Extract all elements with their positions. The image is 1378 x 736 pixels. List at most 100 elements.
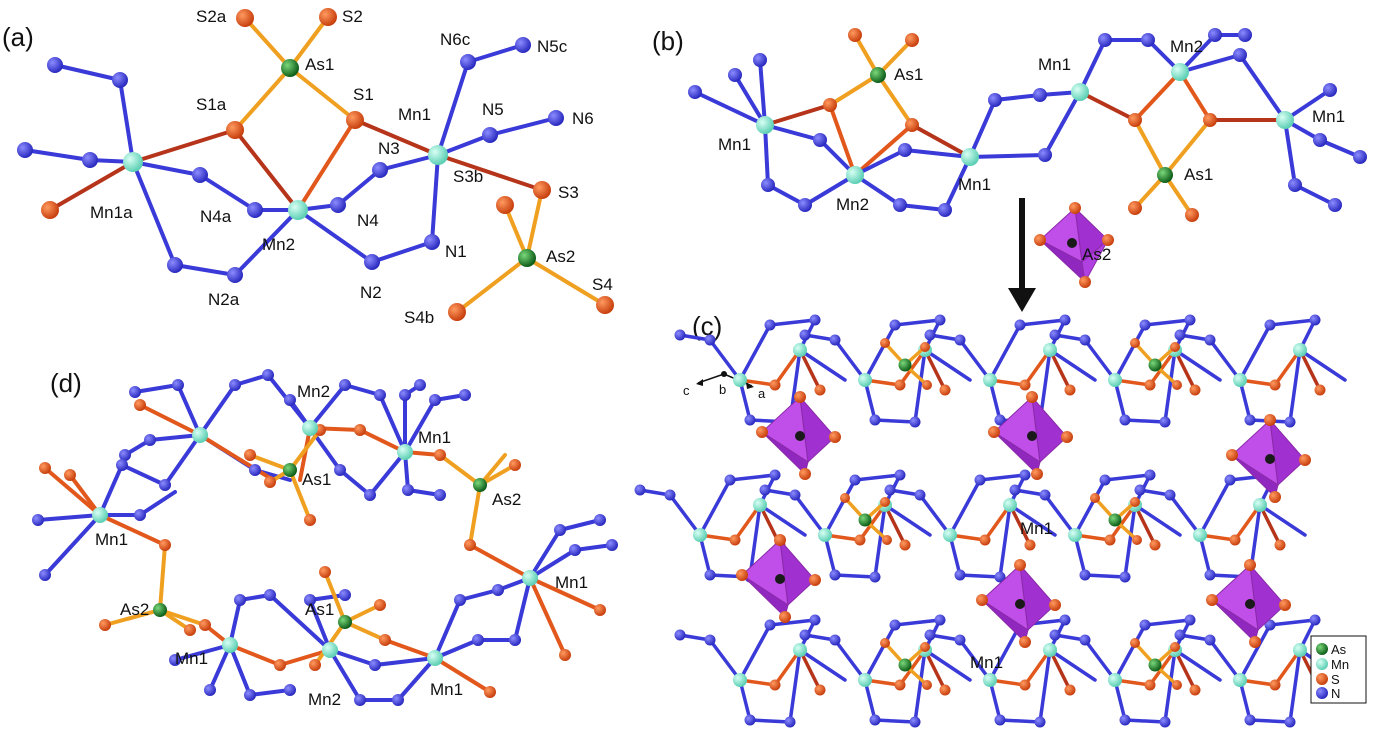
label-b-Mn2-right: Mn2 — [1170, 37, 1203, 56]
nitrogen-atom — [1159, 716, 1171, 728]
nitrogen-atom — [1174, 329, 1186, 341]
bond — [798, 348, 847, 382]
sulfur-atom — [1274, 539, 1286, 551]
manganese-atom — [1003, 498, 1017, 512]
bond — [1208, 338, 1242, 382]
panel-label-a: (a) — [2, 22, 34, 52]
nitrogen-atom — [909, 416, 921, 428]
bond — [998, 718, 1042, 724]
bond — [923, 348, 947, 392]
manganese-atom — [818, 528, 832, 542]
bond — [958, 338, 992, 382]
bond — [1123, 718, 1167, 724]
bond — [1123, 503, 1137, 579]
sulfur-atom — [894, 379, 906, 391]
sulfur-atom — [1132, 535, 1142, 545]
sulfur-atom — [1019, 679, 1031, 691]
nitrogen-atom — [1139, 619, 1151, 631]
manganese-atom — [1108, 373, 1122, 387]
sulfur-atom — [1314, 384, 1326, 396]
sulfur-atom — [880, 338, 890, 348]
nitrogen-atom — [809, 614, 821, 626]
label-S1: S1 — [353, 85, 374, 104]
nitrogen-atom — [954, 569, 966, 581]
nitrogen-atom — [1079, 334, 1091, 346]
label-N3: N3 — [378, 139, 400, 158]
nitrogen-atom — [1174, 629, 1186, 641]
label-S1a: S1a — [196, 95, 227, 114]
sulfur-atom — [880, 638, 890, 648]
axis-b-label: b — [719, 382, 726, 397]
nitrogen-atom — [934, 314, 946, 326]
sulfur-atom — [1189, 384, 1201, 396]
bond — [1123, 418, 1167, 424]
nitrogen-atom — [934, 614, 946, 626]
bond — [1298, 348, 1322, 392]
label-d-As2-right: As2 — [492, 490, 521, 509]
sulfur-atom — [1130, 338, 1140, 348]
label-N2a: N2a — [208, 290, 240, 309]
label-b-As2-poly: As2 — [1082, 245, 1111, 264]
manganese-atom — [858, 673, 872, 687]
nitrogen-atom — [994, 571, 1006, 583]
label-d-Mn1-right: Mn1 — [555, 573, 588, 592]
bond — [758, 503, 807, 537]
nitrogen-atom — [1049, 329, 1061, 341]
nitrogen-atom — [849, 474, 861, 486]
bond — [1113, 623, 1147, 682]
manganese-atom — [793, 643, 807, 657]
nitrogen-atom — [1019, 469, 1031, 481]
nitrogen-atom — [1119, 714, 1131, 726]
panel-b: (b) As1 Mn1 Mn2 Mn1 Mn1 Mn2 Mn1 As1 As2 — [652, 26, 1367, 312]
bond — [1113, 323, 1147, 382]
nitrogen-atom — [1059, 314, 1071, 326]
arsenic-atom — [898, 658, 912, 672]
bond — [1238, 623, 1272, 682]
label-c-Mn1-bottom: Mn1 — [970, 653, 1003, 672]
label-N6c: N6c — [440, 30, 471, 49]
label-b-As1-top: As1 — [894, 65, 923, 84]
sulfur-atom — [939, 384, 951, 396]
bond — [773, 648, 802, 687]
nitrogen-atom — [764, 619, 776, 631]
label-d-As1-top: As1 — [302, 470, 331, 489]
sulfur-atom — [939, 684, 951, 696]
sulfur-atom — [1269, 679, 1281, 691]
atoms-a — [17, 8, 614, 321]
label-Mn1a: Mn1a — [90, 203, 133, 222]
as2-polyhedron — [1034, 202, 1114, 288]
nitrogen-atom — [829, 569, 841, 581]
nitrogen-atom — [1244, 714, 1256, 726]
bond — [1143, 318, 1192, 327]
nitrogen-atom — [1184, 614, 1196, 626]
label-S2a: S2a — [196, 7, 227, 26]
bond — [788, 648, 802, 724]
manganese-atom — [1253, 498, 1267, 512]
sulfur-atom — [814, 384, 826, 396]
nitrogen-atom — [1049, 629, 1061, 641]
nitrogen-atom — [1014, 319, 1026, 331]
legend-as-swatch — [1316, 643, 1328, 655]
bond — [1173, 348, 1197, 392]
manganese-atom — [753, 498, 767, 512]
legend-mn-swatch — [1316, 658, 1328, 670]
bond — [738, 323, 772, 382]
sulfur-atom — [769, 679, 781, 691]
nitrogen-atom — [869, 714, 881, 726]
bond — [863, 323, 897, 382]
nitrogen-atom — [634, 484, 646, 496]
nitrogen-atom — [704, 334, 716, 346]
nitrogen-atom — [1184, 314, 1196, 326]
sulfur-atom — [1170, 342, 1180, 352]
bond — [773, 348, 802, 387]
sulfur-atom — [1019, 379, 1031, 391]
bond — [1168, 493, 1202, 537]
bond — [1198, 478, 1232, 537]
sulfur-atom — [922, 380, 932, 390]
bond — [1083, 338, 1117, 382]
bond — [998, 503, 1012, 579]
sulfur-atom — [922, 680, 932, 690]
chain-network-c — [634, 314, 1347, 728]
manganese-atom — [1068, 528, 1082, 542]
bond — [983, 503, 1012, 542]
